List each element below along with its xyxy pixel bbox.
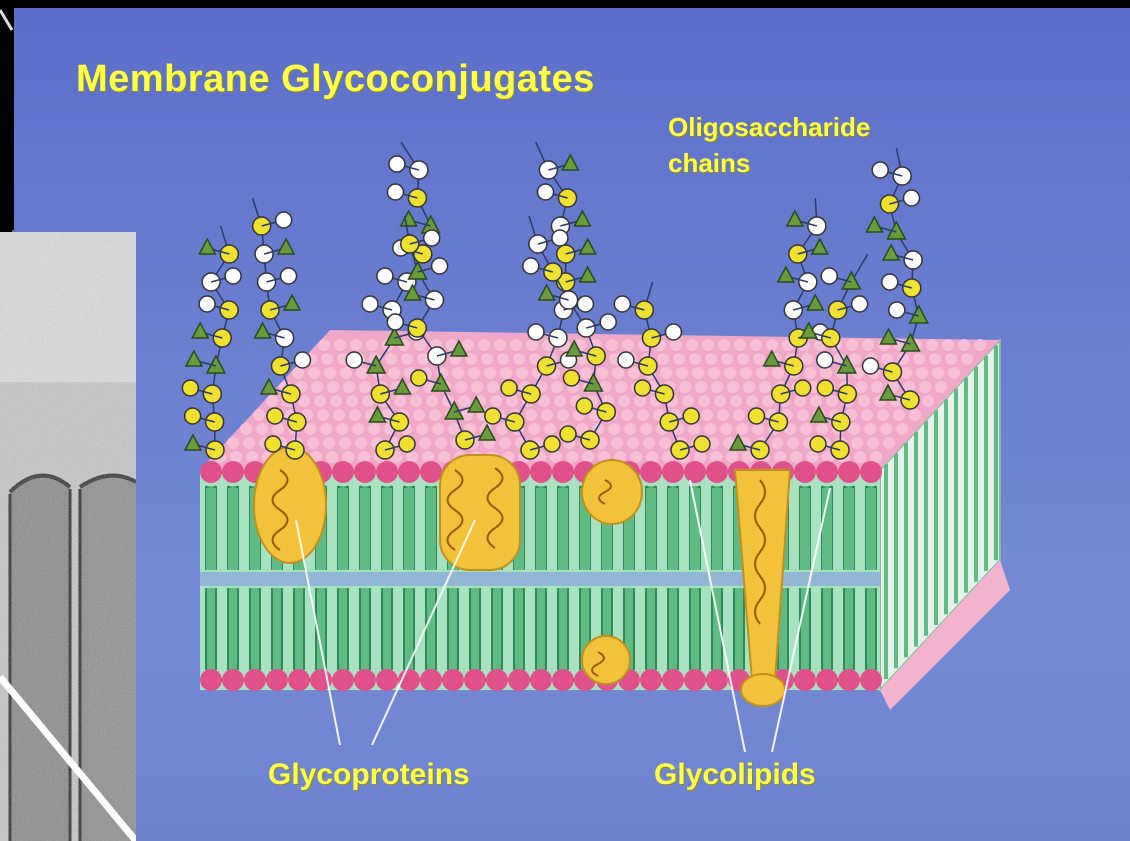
peripheral-protein-bottom	[582, 636, 630, 684]
glycoprotein-1	[254, 447, 326, 563]
oligosaccharide-chains-label-line2: chains	[668, 148, 750, 179]
oligosaccharide-chains-label: Oligosaccharide	[668, 112, 870, 143]
peripheral-protein-top	[582, 460, 642, 524]
glycoprotein-2	[440, 455, 520, 570]
glycolipids-label: Glycolipids	[654, 758, 816, 792]
glycoproteins-label: Glycoproteins	[268, 758, 470, 792]
